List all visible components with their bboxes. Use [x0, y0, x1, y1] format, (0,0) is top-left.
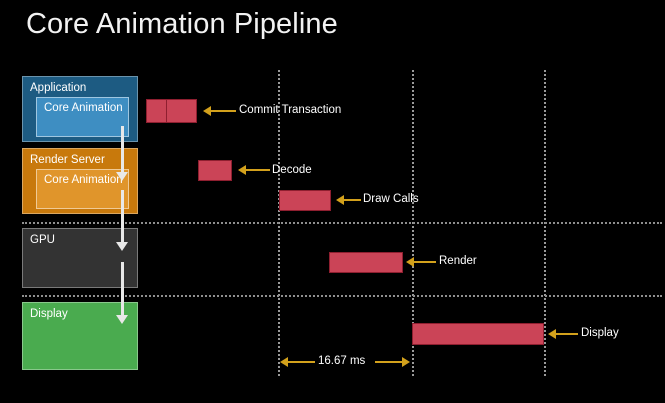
work-bar-commit-transaction-segment-1[interactable] — [146, 99, 167, 123]
callout-arrowhead-decode — [238, 165, 246, 175]
measure-label-frame-interval: 16.67 ms — [318, 355, 366, 367]
stage-inner-label-render-server: Core Animation — [44, 174, 123, 186]
work-bar-render[interactable] — [329, 252, 403, 273]
callout-arrowhead-render — [406, 257, 414, 267]
stage-label-application: Application — [30, 82, 87, 94]
flow-arrow-head-gpu-to-display — [116, 315, 128, 324]
stage-inner-box-application[interactable]: Core Animation — [36, 97, 129, 137]
stage-label-render-server: Render Server — [30, 154, 105, 166]
flow-arrow-head-render-server-to-gpu — [116, 242, 128, 251]
callout-label-render: Render — [439, 255, 477, 267]
callout-arrow-shaft-render — [414, 261, 436, 263]
callout-label-draw-calls: Draw Calls — [363, 193, 419, 205]
stage-box-render-server[interactable]: Render Server Core Animation — [22, 148, 138, 214]
callout-arrow-shaft-decode — [246, 169, 270, 171]
flow-arrow-shaft-application-to-render-server — [121, 126, 124, 175]
measure-arrow-shaft-right — [375, 361, 402, 363]
measure-arrow-shaft-left — [288, 361, 315, 363]
stage-label-gpu: GPU — [30, 234, 55, 246]
gridline-horizontal-2 — [22, 295, 662, 297]
stage-inner-label-application: Core Animation — [44, 102, 123, 114]
flow-arrow-shaft-render-server-to-gpu — [121, 190, 124, 245]
measure-arrowhead-left — [280, 357, 288, 367]
callout-label-commit-transaction: Commit Transaction — [239, 104, 342, 116]
stage-box-gpu[interactable]: GPU — [22, 228, 138, 288]
stage-label-display: Display — [30, 308, 68, 320]
stage-inner-box-render-server[interactable]: Core Animation — [36, 169, 129, 209]
callout-arrowhead-commit-transaction — [203, 106, 211, 116]
flow-arrow-head-application-to-render-server — [116, 172, 128, 181]
callout-arrow-shaft-commit-transaction — [211, 110, 236, 112]
callout-arrowhead-draw-calls — [336, 195, 344, 205]
work-bar-display[interactable] — [412, 323, 544, 345]
work-bar-draw-calls[interactable] — [279, 190, 331, 211]
callout-label-display: Display — [581, 327, 619, 339]
gridline-horizontal-1 — [22, 222, 662, 224]
work-bar-commit-transaction-segment-2[interactable] — [166, 99, 197, 123]
stage-box-application[interactable]: Application Core Animation — [22, 76, 138, 142]
measure-arrowhead-right — [402, 357, 410, 367]
callout-label-decode: Decode — [272, 164, 312, 176]
flow-arrow-shaft-gpu-to-display — [121, 262, 124, 318]
callout-arrowhead-display — [548, 329, 556, 339]
work-bar-decode[interactable] — [198, 160, 232, 181]
page-title: Core Animation Pipeline — [26, 8, 338, 40]
callout-arrow-shaft-display — [556, 333, 578, 335]
stage-box-display[interactable]: Display — [22, 302, 138, 370]
callout-arrow-shaft-draw-calls — [344, 199, 361, 201]
